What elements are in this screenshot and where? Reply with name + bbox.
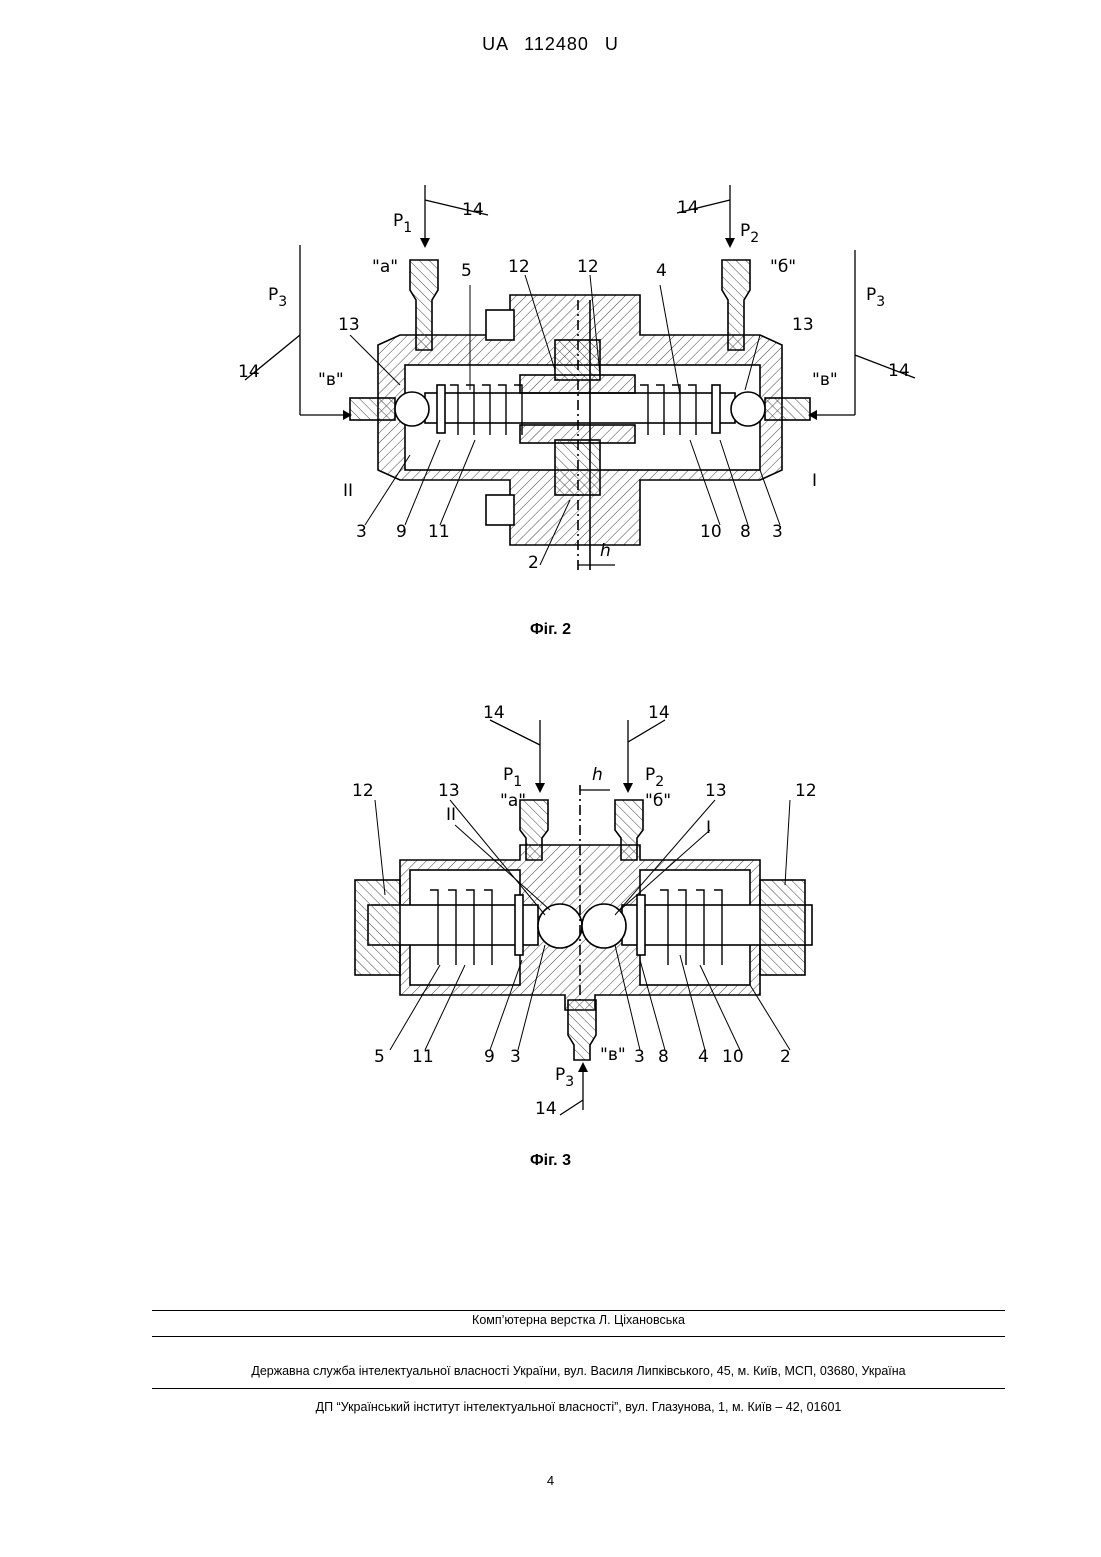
fig2-label-13-right: 13 <box>792 315 814 335</box>
fig2-nut-bottom <box>486 495 514 525</box>
document-header: UA 112480 U <box>0 34 1101 55</box>
figure-2-drawing: 14 14 14 14 P1 P2 P3 P3 "a" "б" "в" "в" … <box>230 175 930 585</box>
fig2-label-v-right: "в" <box>812 370 838 390</box>
figure-2-caption: Фіг. 2 <box>0 621 1101 639</box>
fig2-nut-top <box>486 310 514 340</box>
fig3-label-p1: P1 <box>503 765 522 790</box>
fig2-label-8: 8 <box>740 522 751 542</box>
footer-rule-1 <box>152 1310 1005 1311</box>
fig2-label-14-far-left: 14 <box>238 362 260 382</box>
fig3-label-p2: P2 <box>645 765 664 790</box>
fig2-label-a: "a" <box>372 257 398 277</box>
fig2-label-5: 5 <box>461 261 472 281</box>
fig2-label-p3-left: P3 <box>268 285 287 310</box>
figure-3-drawing: 14 14 14 P1 P2 P3 "a" "б" "в" h 12 12 13… <box>340 695 830 1125</box>
fig3-fitting-v <box>568 1000 596 1060</box>
fig2-label-9: 9 <box>396 522 407 542</box>
fig3-label-14-right: 14 <box>648 703 670 723</box>
fig3-label-12-left: 12 <box>352 781 374 801</box>
page-number: 4 <box>0 1473 1101 1488</box>
header-number: 112480 <box>524 34 589 54</box>
fig2-label-3-left: 3 <box>356 522 367 542</box>
fig3-label-13-right: 13 <box>705 781 727 801</box>
footer-agency-address: Державна служба інтелектуальної власност… <box>152 1364 1005 1378</box>
fig2-label-h: h <box>600 541 611 561</box>
fig3-label-3-left: 3 <box>510 1047 521 1067</box>
fig2-ball-right <box>731 392 765 426</box>
footer-rule-3 <box>152 1388 1005 1389</box>
fig2-label-II: II <box>343 481 353 501</box>
fig2-label-10: 10 <box>700 522 722 542</box>
fig2-label-v-left: "в" <box>318 370 344 390</box>
fig3-label-3-right: 3 <box>634 1047 645 1067</box>
fig3-label-9: 9 <box>484 1047 495 1067</box>
fig2-label-13-left: 13 <box>338 315 360 335</box>
fig2-label-4: 4 <box>656 261 667 281</box>
fig3-nut-right <box>760 880 805 975</box>
fig2-ball-left <box>395 392 429 426</box>
fig3-nut-left <box>355 880 400 975</box>
fig2-label-3-right: 3 <box>772 522 783 542</box>
fig2-label-14-right: 14 <box>677 198 699 218</box>
fig2-label-14-left: 14 <box>462 200 484 220</box>
fig2-left-port <box>350 398 395 420</box>
fig2-label-I: I <box>812 471 817 491</box>
fig3-label-p3: P3 <box>555 1065 574 1090</box>
fig2-label-b: "б" <box>770 257 796 277</box>
fig3-label-I: I <box>706 818 711 838</box>
fig3-label-h: h <box>592 765 603 785</box>
fig2-shaft <box>425 393 735 423</box>
fig3-label-8: 8 <box>658 1047 669 1067</box>
fig2-label-p2: P2 <box>740 221 759 246</box>
fig3-label-12-right: 12 <box>795 781 817 801</box>
fig2-label-12-left: 12 <box>508 257 530 277</box>
fig3-label-4: 4 <box>698 1047 709 1067</box>
footer-rule-2 <box>152 1336 1005 1337</box>
fig2-right-port <box>765 398 810 420</box>
fig2-label-p3-right: P3 <box>866 285 885 310</box>
fig3-label-a: "a" <box>500 791 526 811</box>
header-country: UA <box>482 34 508 54</box>
fig3-label-2: 2 <box>780 1047 791 1067</box>
footer-institute-address: ДП “Український інститут інтелектуальної… <box>152 1400 1005 1414</box>
fig3-label-v: "в" <box>600 1045 626 1065</box>
fig3-label-10: 10 <box>722 1047 744 1067</box>
fig2-label-12-right: 12 <box>577 257 599 277</box>
fig2-label-p1: P1 <box>393 211 412 236</box>
fig3-ball-left <box>538 904 582 948</box>
fig3-label-II: II <box>446 805 456 825</box>
fig2-label-14-far-right: 14 <box>888 361 910 381</box>
figure-3-caption: Фіг. 3 <box>0 1152 1101 1170</box>
fig3-label-5: 5 <box>374 1047 385 1067</box>
fig3-label-14-left: 14 <box>483 703 505 723</box>
fig3-label-13-left: 13 <box>438 781 460 801</box>
footer-layout-credit: Комп’ютерна верстка Л. Ціхановська <box>152 1313 1005 1327</box>
header-kind: U <box>605 34 619 54</box>
fig3-label-b: "б" <box>645 791 671 811</box>
fig2-label-2: 2 <box>528 553 539 573</box>
fig3-label-14-bottom: 14 <box>535 1099 557 1119</box>
fig2-label-11: 11 <box>428 522 450 542</box>
fig3-label-11: 11 <box>412 1047 434 1067</box>
